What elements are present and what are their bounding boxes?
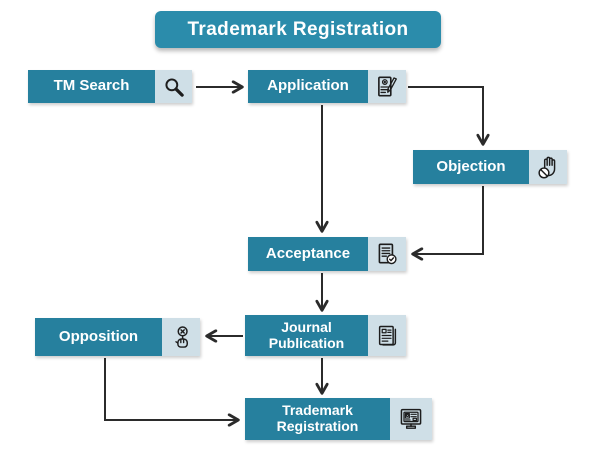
node-opposition: Opposition <box>35 318 200 356</box>
document-check-icon <box>368 237 406 271</box>
node-opposition-label: Opposition <box>35 318 162 356</box>
node-application: Application <box>248 70 406 103</box>
document-pen-icon <box>368 70 406 103</box>
arrow-application-to-objection <box>408 86 483 143</box>
certificate-monitor-icon <box>390 398 432 440</box>
arrow-objection-to-acceptance <box>414 186 484 254</box>
journal-icon <box>368 315 406 356</box>
protest-fist-icon <box>162 318 200 356</box>
page-title: Trademark Registration <box>155 11 441 48</box>
arrow-opposition-to-registration <box>104 358 237 420</box>
node-acceptance: Acceptance <box>248 237 406 271</box>
node-acceptance-label: Acceptance <box>248 237 368 271</box>
node-application-label: Application <box>248 70 368 103</box>
node-tm-search: TM Search <box>28 70 192 103</box>
stop-hand-icon <box>529 150 567 184</box>
node-trademark-registration-label: Trademark Registration <box>245 398 390 440</box>
node-tm-search-label: TM Search <box>28 70 155 103</box>
node-journal-publication-label: Journal Publication <box>245 315 368 356</box>
node-objection: Objection <box>413 150 567 184</box>
node-objection-label: Objection <box>413 150 529 184</box>
node-journal-publication: Journal Publication <box>245 315 406 356</box>
node-trademark-registration: Trademark Registration <box>245 398 432 440</box>
search-icon <box>155 70 192 103</box>
